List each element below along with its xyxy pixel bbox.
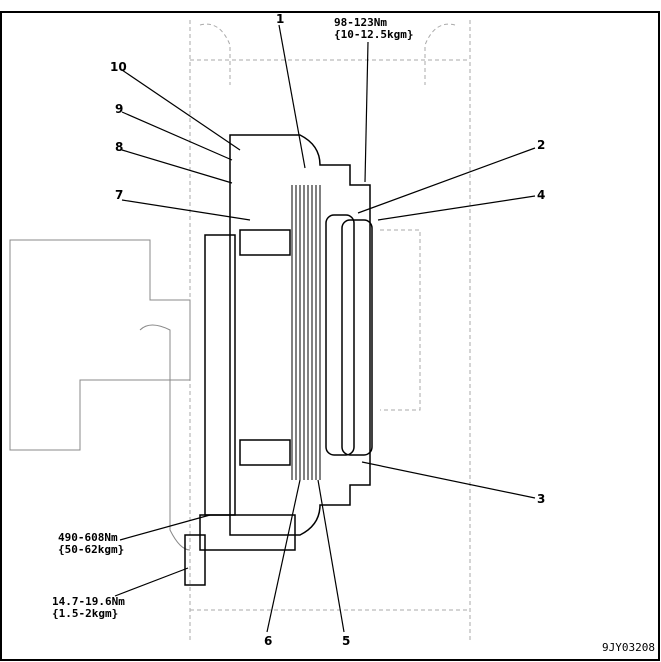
callout-9: 9 <box>115 102 124 116</box>
callout-7: 7 <box>115 188 124 202</box>
brake-housing <box>184 134 371 586</box>
callout-4: 4 <box>537 188 546 202</box>
torque-top-kgm: {10-12.5kgm} <box>334 28 414 41</box>
brake-discs <box>291 185 321 480</box>
torque-mid-nm: 490-608Nm <box>58 531 118 544</box>
callout-6: 6 <box>264 634 273 648</box>
leader-lines <box>114 24 536 633</box>
torque-low-kgm: {1.5-2kgm} <box>52 607 119 620</box>
callout-8: 8 <box>115 140 124 154</box>
torque-mid: 490-608Nm {50-62kgm} <box>58 532 124 556</box>
torque-top-nm: 98-123Nm <box>334 16 387 29</box>
piston <box>325 214 373 456</box>
torque-low-nm: 14.7-19.6Nm <box>52 595 125 608</box>
torque-mid-kgm: {50-62kgm} <box>58 543 125 556</box>
frame-border <box>0 11 660 661</box>
callout-1: 1 <box>276 12 285 26</box>
torque-low: 14.7-19.6Nm {1.5-2kgm} <box>52 596 125 620</box>
callout-5: 5 <box>342 634 351 648</box>
axle-housing-outline <box>9 239 191 551</box>
callout-3: 3 <box>537 492 546 506</box>
callout-2: 2 <box>537 138 546 152</box>
figure-id: 9JY03208 <box>602 641 655 654</box>
torque-top: 98-123Nm {10-12.5kgm} <box>334 17 413 41</box>
callout-10: 10 <box>110 60 127 74</box>
